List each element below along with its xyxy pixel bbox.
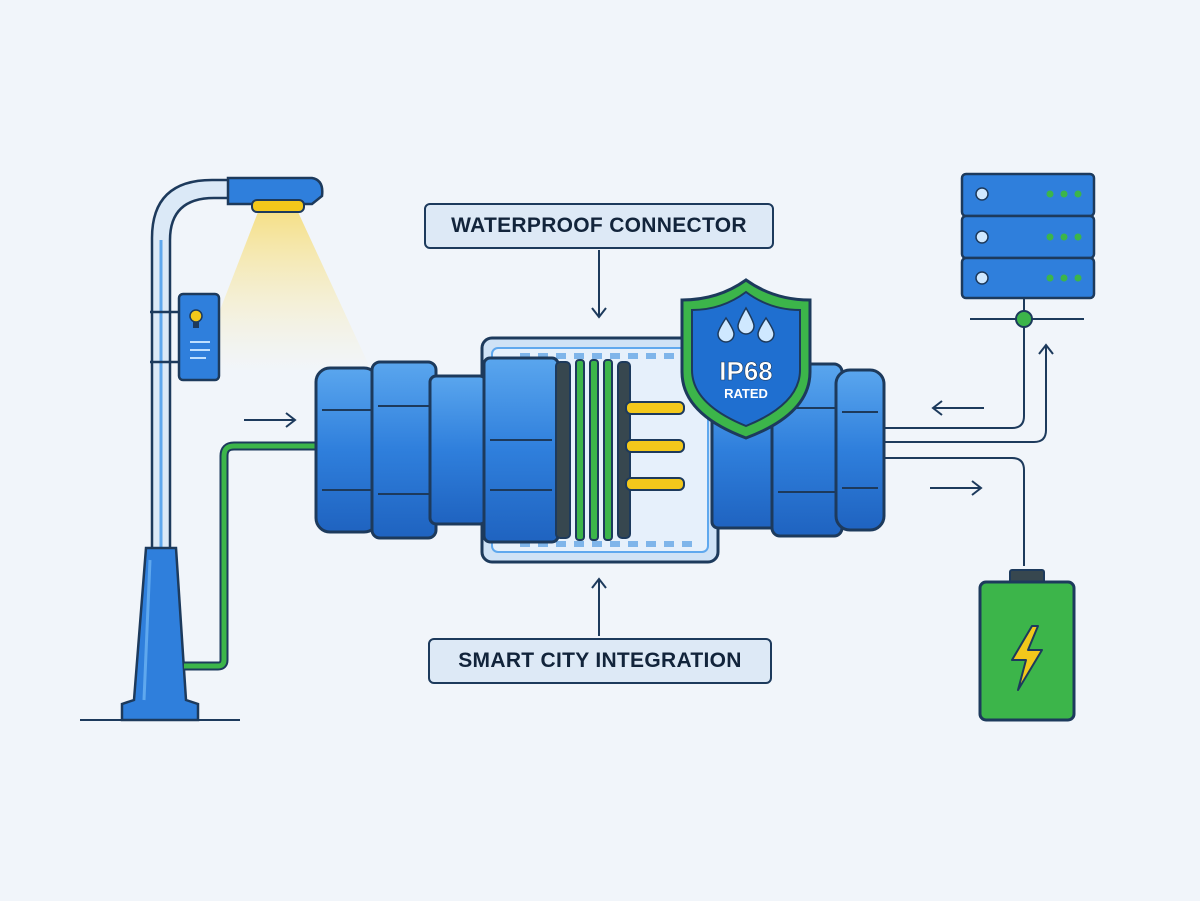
arrow-icon [591, 577, 607, 636]
water-drop-icon [717, 306, 775, 343]
lamp-bulb [251, 199, 305, 213]
right-gland-nut [834, 368, 886, 532]
seal-rings [555, 359, 631, 541]
arrow-icon [931, 400, 984, 416]
street-lamp-icon [80, 176, 372, 722]
waterproof-connector-label: WATERPROOF CONNECTOR [424, 203, 774, 249]
rating-subtitle: RATED [724, 386, 768, 401]
shield-icon: IP68 RATED [680, 278, 812, 440]
lamp-control-box [177, 292, 221, 382]
green-cable [184, 441, 320, 671]
output-wires [884, 316, 1054, 566]
lamp-head [226, 176, 324, 206]
smart-city-integration-label: SMART CITY INTEGRATION [428, 638, 772, 684]
left-gland-nut [314, 366, 380, 534]
arrow-icon [244, 412, 297, 428]
connector-body-left [482, 356, 560, 544]
arrow-icon [930, 480, 983, 496]
network-node [1015, 310, 1033, 328]
contact-pins [625, 401, 685, 491]
arrow-icon [591, 250, 607, 319]
ip-rating: IP68 [719, 356, 773, 386]
server-rack-icon [960, 172, 1096, 328]
lightning-bolt-icon [1011, 625, 1043, 691]
light-bulb-icon [189, 309, 203, 328]
battery-icon [978, 569, 1076, 722]
lamp-base [120, 546, 200, 722]
light-beam [196, 212, 372, 372]
waterproof-connector [314, 336, 886, 564]
